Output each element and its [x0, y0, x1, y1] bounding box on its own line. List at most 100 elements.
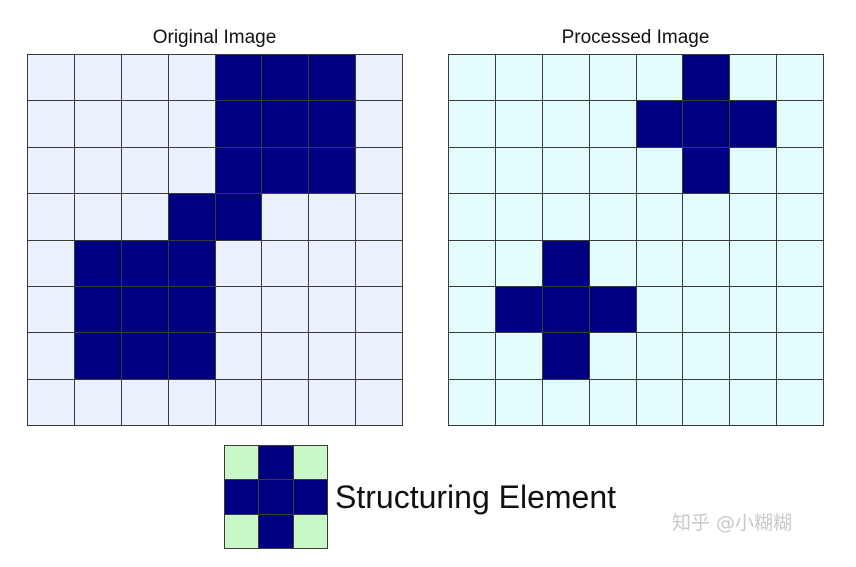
original-image-cell [121, 194, 169, 241]
original-image-cell [309, 333, 357, 380]
original-image-cell [262, 147, 310, 195]
original-image-cell [356, 240, 403, 287]
processed-image-cell [449, 240, 496, 287]
structuring-element-cell [293, 446, 328, 481]
processed-image-cell [777, 379, 824, 426]
original-image-cell [121, 147, 169, 195]
original-image-cell [356, 147, 403, 195]
original-image-cell [309, 379, 357, 426]
processed-image-cell [589, 240, 637, 287]
original-image-cell [121, 379, 169, 426]
processed-image-cell [636, 286, 684, 334]
processed-image-cell [730, 55, 778, 102]
original-image-cell [28, 147, 75, 195]
processed-image-cell [636, 147, 684, 195]
original-image-cell [215, 240, 263, 287]
original-image-cell [215, 333, 263, 380]
processed-image-cell [589, 194, 637, 241]
original-image-cell [262, 240, 310, 287]
structuring-element-cell [259, 480, 294, 515]
original-image-cell [356, 55, 403, 102]
processed-image-cell [730, 194, 778, 241]
original-image-cell [262, 194, 310, 241]
original-image-cell [168, 55, 216, 102]
processed-image-cell [449, 101, 496, 148]
processed-image-cell [636, 55, 684, 102]
processed-image-title: Processed Image [561, 27, 710, 48]
processed-image-cell [542, 194, 590, 241]
original-image-cell [168, 147, 216, 195]
processed-image-cell [589, 379, 637, 426]
original-image-cell [168, 101, 216, 148]
original-image-cell [168, 240, 216, 287]
processed-image-cell [730, 240, 778, 287]
original-image-cell [28, 101, 75, 148]
structuring-element-grid [224, 445, 328, 549]
original-image-cell [168, 379, 216, 426]
original-image-cell [309, 147, 357, 195]
processed-image-cell [449, 55, 496, 102]
structuring-element-cell [225, 480, 260, 515]
original-image-cell [74, 333, 122, 380]
processed-image-cell [730, 147, 778, 195]
original-image-cell [309, 286, 357, 334]
processed-image-cell [542, 286, 590, 334]
original-image-cell [74, 147, 122, 195]
structuring-element-cell [225, 514, 260, 549]
processed-image-cell [777, 333, 824, 380]
original-image-cell [309, 194, 357, 241]
watermark: 知乎 @小糊糊 [672, 512, 793, 534]
processed-image-cell [683, 101, 731, 148]
original-image-cell [356, 379, 403, 426]
processed-image-cell [730, 333, 778, 380]
original-image-cell [215, 101, 263, 148]
original-image-cell [74, 55, 122, 102]
original-image-cell [215, 286, 263, 334]
original-image-cell [262, 101, 310, 148]
original-image-cell [168, 194, 216, 241]
original-image-cell [215, 147, 263, 195]
original-image-cell [28, 194, 75, 241]
processed-image-cell [777, 147, 824, 195]
structuring-element-cell [259, 446, 294, 481]
original-image-cell [28, 333, 75, 380]
original-image-grid [27, 54, 403, 426]
processed-image-cell [683, 286, 731, 334]
original-image-cell [121, 55, 169, 102]
processed-image-cell [449, 286, 496, 334]
original-image-cell [28, 55, 75, 102]
processed-image-cell [683, 240, 731, 287]
processed-image-cell [777, 240, 824, 287]
original-image-cell [262, 379, 310, 426]
processed-image-cell [449, 379, 496, 426]
original-image-cell [28, 379, 75, 426]
structuring-element-label: Structuring Element [335, 479, 617, 515]
processed-image-cell [636, 101, 684, 148]
original-image-cell [215, 55, 263, 102]
original-image-cell [168, 286, 216, 334]
processed-image-cell [495, 286, 543, 334]
processed-image-cell [636, 379, 684, 426]
structuring-element-cell [293, 480, 328, 515]
processed-image-cell [777, 55, 824, 102]
original-image-cell [309, 101, 357, 148]
processed-image-cell [495, 194, 543, 241]
original-image-cell [356, 101, 403, 148]
processed-image-cell [542, 240, 590, 287]
original-image-cell [309, 240, 357, 287]
processed-image-cell [449, 194, 496, 241]
processed-image-cell [683, 194, 731, 241]
processed-image-cell [589, 333, 637, 380]
original-image-title: Original Image [152, 27, 277, 48]
original-image-cell [121, 333, 169, 380]
original-image-cell [74, 286, 122, 334]
processed-image-cell [777, 194, 824, 241]
original-image-cell [309, 55, 357, 102]
processed-image-cell [449, 333, 496, 380]
original-image-cell [262, 55, 310, 102]
processed-image-cell [449, 147, 496, 195]
original-image-cell [262, 333, 310, 380]
processed-image-cell [589, 55, 637, 102]
processed-image-cell [542, 55, 590, 102]
processed-image-cell [683, 55, 731, 102]
